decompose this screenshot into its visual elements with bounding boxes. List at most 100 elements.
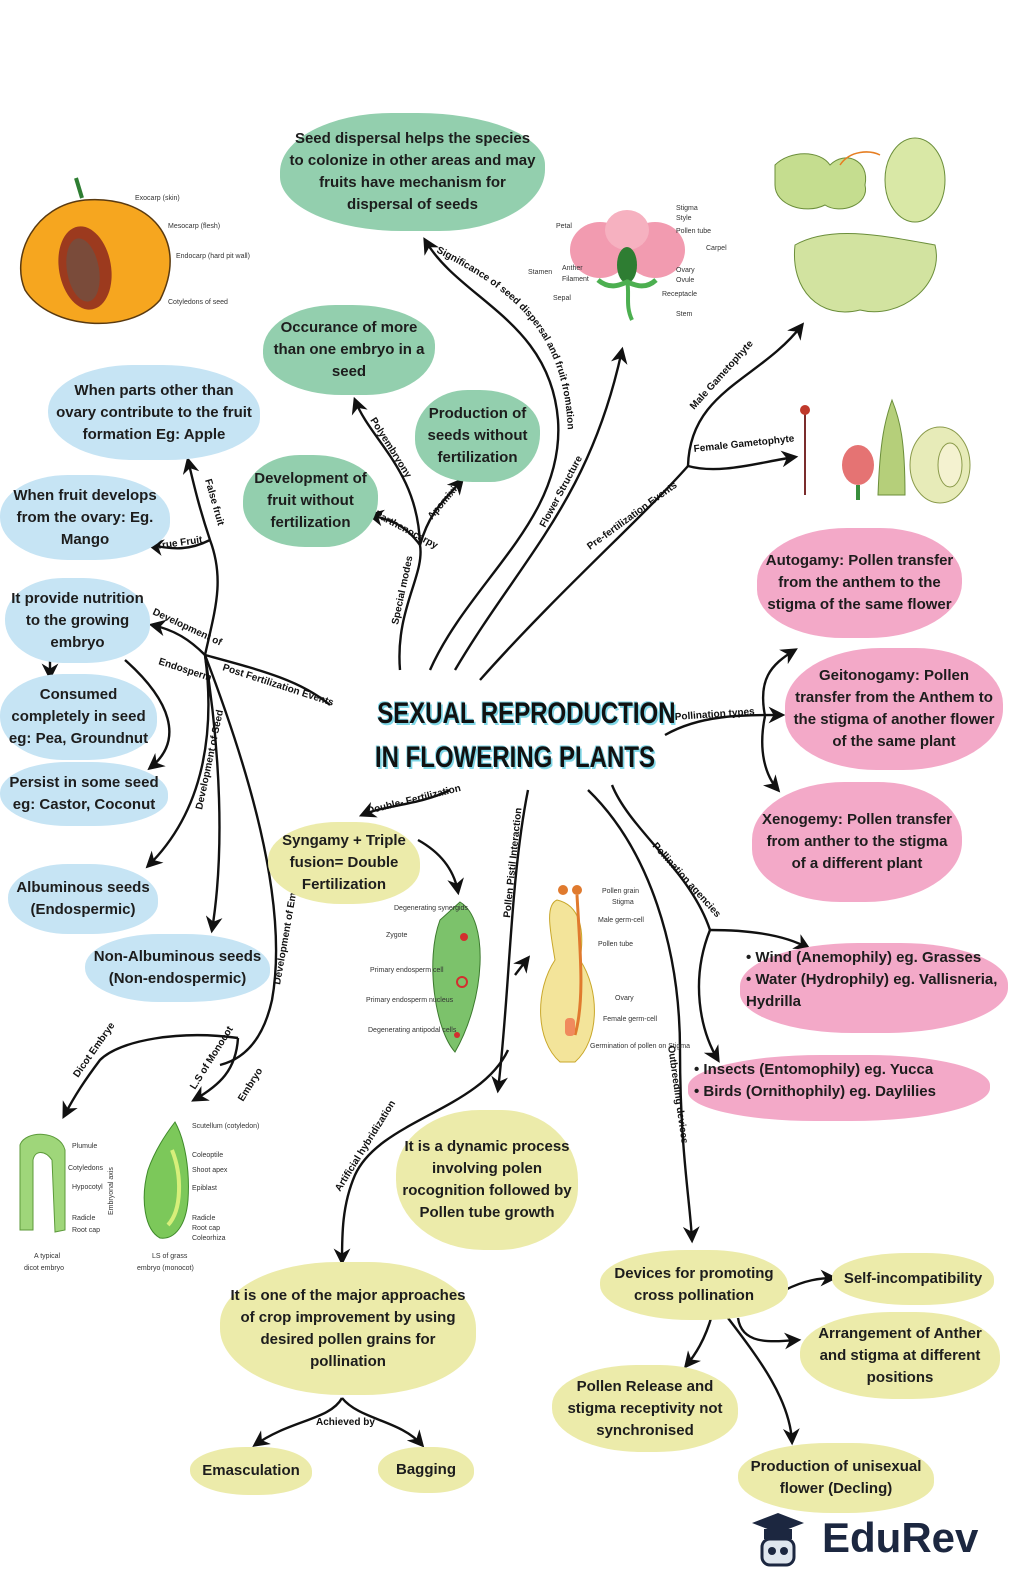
node-endosperm: It provide nutrition to the growing embr… — [5, 578, 150, 663]
link-pollen-release — [683, 1314, 714, 1369]
dicot-label-cotyledons: Cotyledons — [68, 1165, 104, 1172]
node-apomixis: Production of seeds without fertilizatio… — [415, 390, 540, 482]
embryo-sac-label-antipodal: Degenerating antipodal cells — [368, 1027, 457, 1034]
node-false-fruit: When parts other than ovary contribute t… — [48, 365, 260, 460]
link-persist — [124, 659, 171, 771]
node-self-incompatibility: Self-incompatibility — [832, 1253, 994, 1305]
anther-section-illustration — [774, 137, 946, 313]
branch-pollination-agencies: Pollination agencies — [650, 841, 723, 921]
embryo-sac-label-zygote: Zygote — [386, 932, 408, 939]
link-flower-structure — [453, 346, 628, 671]
embryo-sac-illustration: Degenerating synergids Zygote Primary en… — [366, 901, 481, 1053]
flower-label-anther: Anther — [562, 265, 583, 272]
link-xenogamy — [761, 715, 781, 793]
link-post-fert — [204, 653, 331, 706]
link-embryo-sac — [417, 838, 464, 896]
agency-insects: • Insects (Entomophily) eg. Yucca — [694, 1061, 934, 1078]
flower-label-ovary: Ovary — [676, 267, 695, 274]
monocot-caption-1: LS of grass — [152, 1253, 188, 1260]
pollen-label-caption: Germination of pollen on Stigma — [590, 1043, 690, 1050]
agency-water: • Water (Hydrophily) eg. Vallisneria, Hy… — [746, 971, 998, 1010]
link-non-albuminous — [203, 654, 223, 934]
link-outbreeding — [587, 789, 700, 1244]
node-albuminous: Albuminous seeds (Endospermic) — [8, 864, 158, 934]
pollen-label-male-germ: Male germ-cell — [598, 917, 644, 924]
branch-polyembryony: Polyembryony — [367, 416, 413, 481]
node-pollen-release: Pollen Release and stigma receptivity no… — [552, 1365, 738, 1452]
node-bagging: Bagging — [378, 1447, 474, 1493]
flower-label-pollen-tube: Pollen tube — [676, 228, 711, 235]
branch-dev-seed: Development of Seed — [194, 709, 226, 811]
link-albuminous — [145, 654, 210, 869]
pistil-ovule-illustration — [800, 398, 971, 504]
title-line-2: IN FLOWERING PLANTS — [374, 741, 655, 774]
link-artificial — [333, 1049, 510, 1266]
branch-artificial: Artificial hybridization — [333, 1099, 398, 1194]
branch-female: Female Gametophyte — [693, 433, 795, 455]
monocot-label-coleoptile: Coleoptile — [192, 1152, 223, 1159]
link-female — [687, 450, 799, 471]
node-syngamy: Syngamy + Triple fusion= Double Fertiliz… — [268, 822, 420, 904]
branch-dicot: Dicot Embrye — [71, 1020, 117, 1079]
branch-post-fert: Post Fertilization Events — [221, 662, 335, 708]
branch-pollen-pistil: Pollen Pistil Interaction — [502, 807, 524, 918]
pollen-germination-illustration: Pollen grain Stigma Male germ-cell Polle… — [540, 885, 690, 1063]
node-crop-improvement: It is one of the major approaches of cro… — [220, 1262, 476, 1395]
link-dicot — [62, 1034, 239, 1119]
branch-false-fruit: False fruit — [202, 478, 226, 528]
node-unisexual: Production of unisexual flower (Decling) — [738, 1443, 934, 1513]
flower-label-style: Style — [676, 215, 692, 222]
link-unisexual — [727, 1317, 800, 1446]
link-pre-fert — [479, 465, 689, 681]
node-consumed: Consumed completely in seed eg: Pea, Gro… — [0, 674, 157, 760]
edurev-logo: EduRev — [748, 1508, 1008, 1568]
link-pollination-types — [664, 706, 786, 737]
node-non-albuminous: Non-Albuminous seeds (Non-endospermic) — [85, 934, 270, 1002]
branch-apomixis: Apomixis — [426, 480, 464, 522]
link-embryo — [203, 654, 278, 1067]
mango-label-exocarp: Exocarp (skin) — [135, 195, 180, 202]
graduation-cap-icon — [752, 1513, 804, 1567]
monocot-label-epiblast: Epiblast — [192, 1185, 217, 1192]
flower-label-receptacle: Receptacle — [662, 291, 697, 298]
dicot-embryo-illustration: Plumule Cotyledons Hypocotyl Radicle Roo… — [19, 1133, 115, 1272]
node-wind-water: • Wind (Anemophily) eg. Grasses • Water … — [740, 943, 1008, 1033]
mango-label-endocarp: Endocarp (hard pit wall) — [176, 253, 250, 260]
pollen-label-grain: Pollen grain — [602, 888, 639, 895]
link-self-incompat — [784, 1269, 838, 1292]
node-polyembryony: Occurance of more than one embryo in a s… — [263, 305, 435, 395]
branch-double-fert: Double- Fertilization — [366, 783, 462, 817]
link-monocot — [191, 1037, 240, 1102]
flower-label-ovule: Ovule — [676, 277, 694, 284]
flower-label-stamen: Stamen — [528, 269, 552, 276]
monocot-embryo-illustration: Scutellum (cotyledon) Coleoptile Shoot a… — [137, 1121, 259, 1272]
link-endosperm — [148, 619, 206, 656]
flower-label-stem: Stem — [676, 311, 693, 318]
link-autogamy — [761, 648, 798, 717]
link-wind — [709, 928, 811, 950]
link-pollen-image — [513, 955, 531, 976]
node-devices: Devices for promoting cross pollination — [600, 1250, 788, 1320]
node-arrangement: Arrangement of Anther and stigma at diff… — [800, 1312, 1000, 1399]
flower-label-filament: Filament — [562, 276, 589, 283]
flower-label-sepal: Sepal — [553, 295, 571, 302]
link-special — [398, 544, 422, 671]
pollen-label-ovary: Ovary — [615, 995, 634, 1002]
link-arrangement — [736, 1317, 802, 1350]
node-persist: Persist in some seed eg: Castor, Coconut — [0, 762, 168, 826]
link-significance — [423, 237, 560, 671]
mango-illustration: Exocarp (skin) Mesocarp (flesh) Endocarp… — [20, 177, 250, 325]
branch-achieved-by: Achieved by — [316, 1417, 375, 1428]
flower-label-petal: Petal — [556, 223, 572, 230]
agency-wind: • Wind (Anemophily) eg. Grasses — [746, 949, 982, 966]
monocot-label-shoot-apex: Shoot apex — [192, 1167, 228, 1174]
mango-label-mesocarp: Mesocarp (flesh) — [168, 223, 220, 230]
monocot-caption-2: embryo (monocot) — [137, 1265, 194, 1272]
node-seed-dispersal: Seed dispersal helps the species to colo… — [280, 113, 545, 231]
node-true-fruit: When fruit develops from the ovary: Eg. … — [0, 475, 170, 560]
monocot-label-rootcap: Root cap — [192, 1225, 220, 1232]
pollen-label-female-germ: Female germ-cell — [603, 1016, 658, 1023]
link-bagging — [341, 1397, 425, 1448]
pollen-label-stigma: Stigma — [612, 899, 634, 906]
node-parthenocarpy: Development of fruit without fertilizati… — [243, 455, 378, 547]
